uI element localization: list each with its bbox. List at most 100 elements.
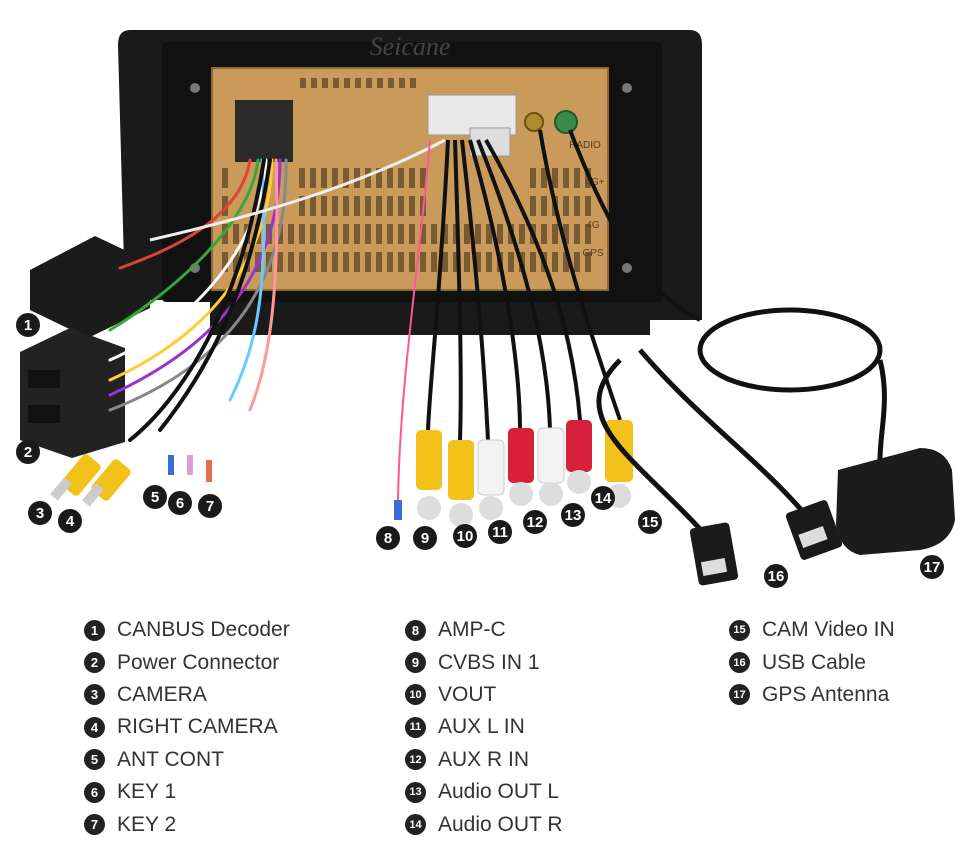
vent-slot	[376, 252, 382, 272]
vent-slot	[420, 168, 426, 188]
legend-label: ANT CONT	[117, 747, 224, 771]
vent-slot	[321, 168, 327, 188]
power-connector-block	[20, 328, 125, 458]
vent-slot	[552, 168, 558, 188]
vent-slot	[398, 196, 404, 216]
legend-label: CAMERA	[117, 682, 207, 706]
legend-number-badge: 11	[405, 716, 426, 738]
vent-slot	[409, 252, 415, 272]
vent-slot	[233, 252, 239, 272]
callout-number-17: 17	[924, 559, 941, 576]
legend-label: KEY 2	[117, 812, 177, 836]
legend-number-badge: 7	[84, 814, 105, 836]
vent-slot	[354, 196, 360, 216]
legend-number-badge: 6	[84, 781, 105, 803]
vent-slot	[354, 168, 360, 188]
legend-label: CVBS IN 1	[438, 650, 540, 674]
vent-slot	[475, 224, 481, 244]
legend-number-badge: 10	[405, 684, 426, 706]
callout-badge-10	[453, 524, 477, 548]
vent-slot	[420, 252, 426, 272]
vent-slot	[563, 252, 569, 272]
vent-slot	[332, 168, 338, 188]
vent-slot	[431, 252, 437, 272]
legend-label: CAM Video IN	[762, 618, 895, 642]
vent-slot	[486, 224, 492, 244]
vent-slot	[311, 78, 317, 88]
vent-slot	[366, 78, 372, 88]
vent-slot	[497, 224, 503, 244]
vent-slot	[222, 224, 228, 244]
vent-slot	[222, 196, 228, 216]
vent-slot	[333, 78, 339, 88]
callout-number-8: 8	[384, 530, 392, 547]
vent-slot	[552, 224, 558, 244]
vent-slot	[399, 78, 405, 88]
legend-number-badge: 14	[405, 814, 426, 836]
vent-slot	[519, 224, 525, 244]
vent-slot	[387, 224, 393, 244]
legend-number-badge: 1	[84, 619, 105, 641]
vent-slot	[541, 224, 547, 244]
vent-slot	[365, 196, 371, 216]
vent-slot	[288, 252, 294, 272]
vent-slot	[332, 224, 338, 244]
brand-watermark: Seicane	[370, 32, 451, 61]
legend-number-badge: 8	[405, 619, 426, 641]
vent-slot	[442, 252, 448, 272]
legend-item-3: 3 CAMERA	[84, 679, 290, 711]
callout-badge-14	[591, 486, 615, 510]
vent-slot	[585, 196, 591, 216]
vent-slot	[377, 78, 383, 88]
vent-slot	[365, 224, 371, 244]
gps-antenna-puck	[836, 448, 955, 555]
legend-label: AUX R IN	[438, 747, 530, 771]
vent-slot	[310, 196, 316, 216]
vent-slot	[574, 168, 580, 188]
callout-badge-1	[16, 313, 40, 337]
vent-slot	[563, 196, 569, 216]
vent-slot	[376, 224, 382, 244]
legend-label: KEY 1	[117, 780, 177, 804]
legend-number-badge: 17	[729, 684, 750, 706]
vent-slot	[453, 252, 459, 272]
vent-slot	[387, 252, 393, 272]
usb-plug-1	[689, 522, 739, 586]
vent-slot	[299, 196, 305, 216]
legend-label: AMP-C	[438, 618, 506, 642]
vent-slot	[398, 224, 404, 244]
callout-badge-17	[920, 555, 944, 579]
vent-slot	[321, 196, 327, 216]
callout-badge-8	[376, 526, 400, 550]
vent-slot	[574, 196, 580, 216]
vent-slot	[398, 168, 404, 188]
legend-number-badge: 3	[84, 684, 105, 706]
vent-slot	[354, 224, 360, 244]
callout-badge-16	[764, 564, 788, 588]
callout-number-16: 16	[768, 568, 785, 585]
callout-badge-11	[488, 520, 512, 544]
vent-slot	[398, 252, 404, 272]
legend-number-badge: 16	[729, 652, 750, 674]
vent-slot	[552, 252, 558, 272]
callout-number-14: 14	[595, 490, 612, 507]
callout-number-13: 13	[565, 507, 582, 524]
vent-slot	[310, 252, 316, 272]
canbus-decoder-box	[30, 236, 150, 338]
callout-badge-13	[561, 503, 585, 527]
vent-slot	[530, 168, 536, 188]
camera-rca-plugs	[50, 454, 131, 507]
vent-slot	[541, 196, 547, 216]
vent-slot	[343, 196, 349, 216]
vent-slot	[322, 78, 328, 88]
vent-slot	[299, 224, 305, 244]
vent-slot	[530, 196, 536, 216]
